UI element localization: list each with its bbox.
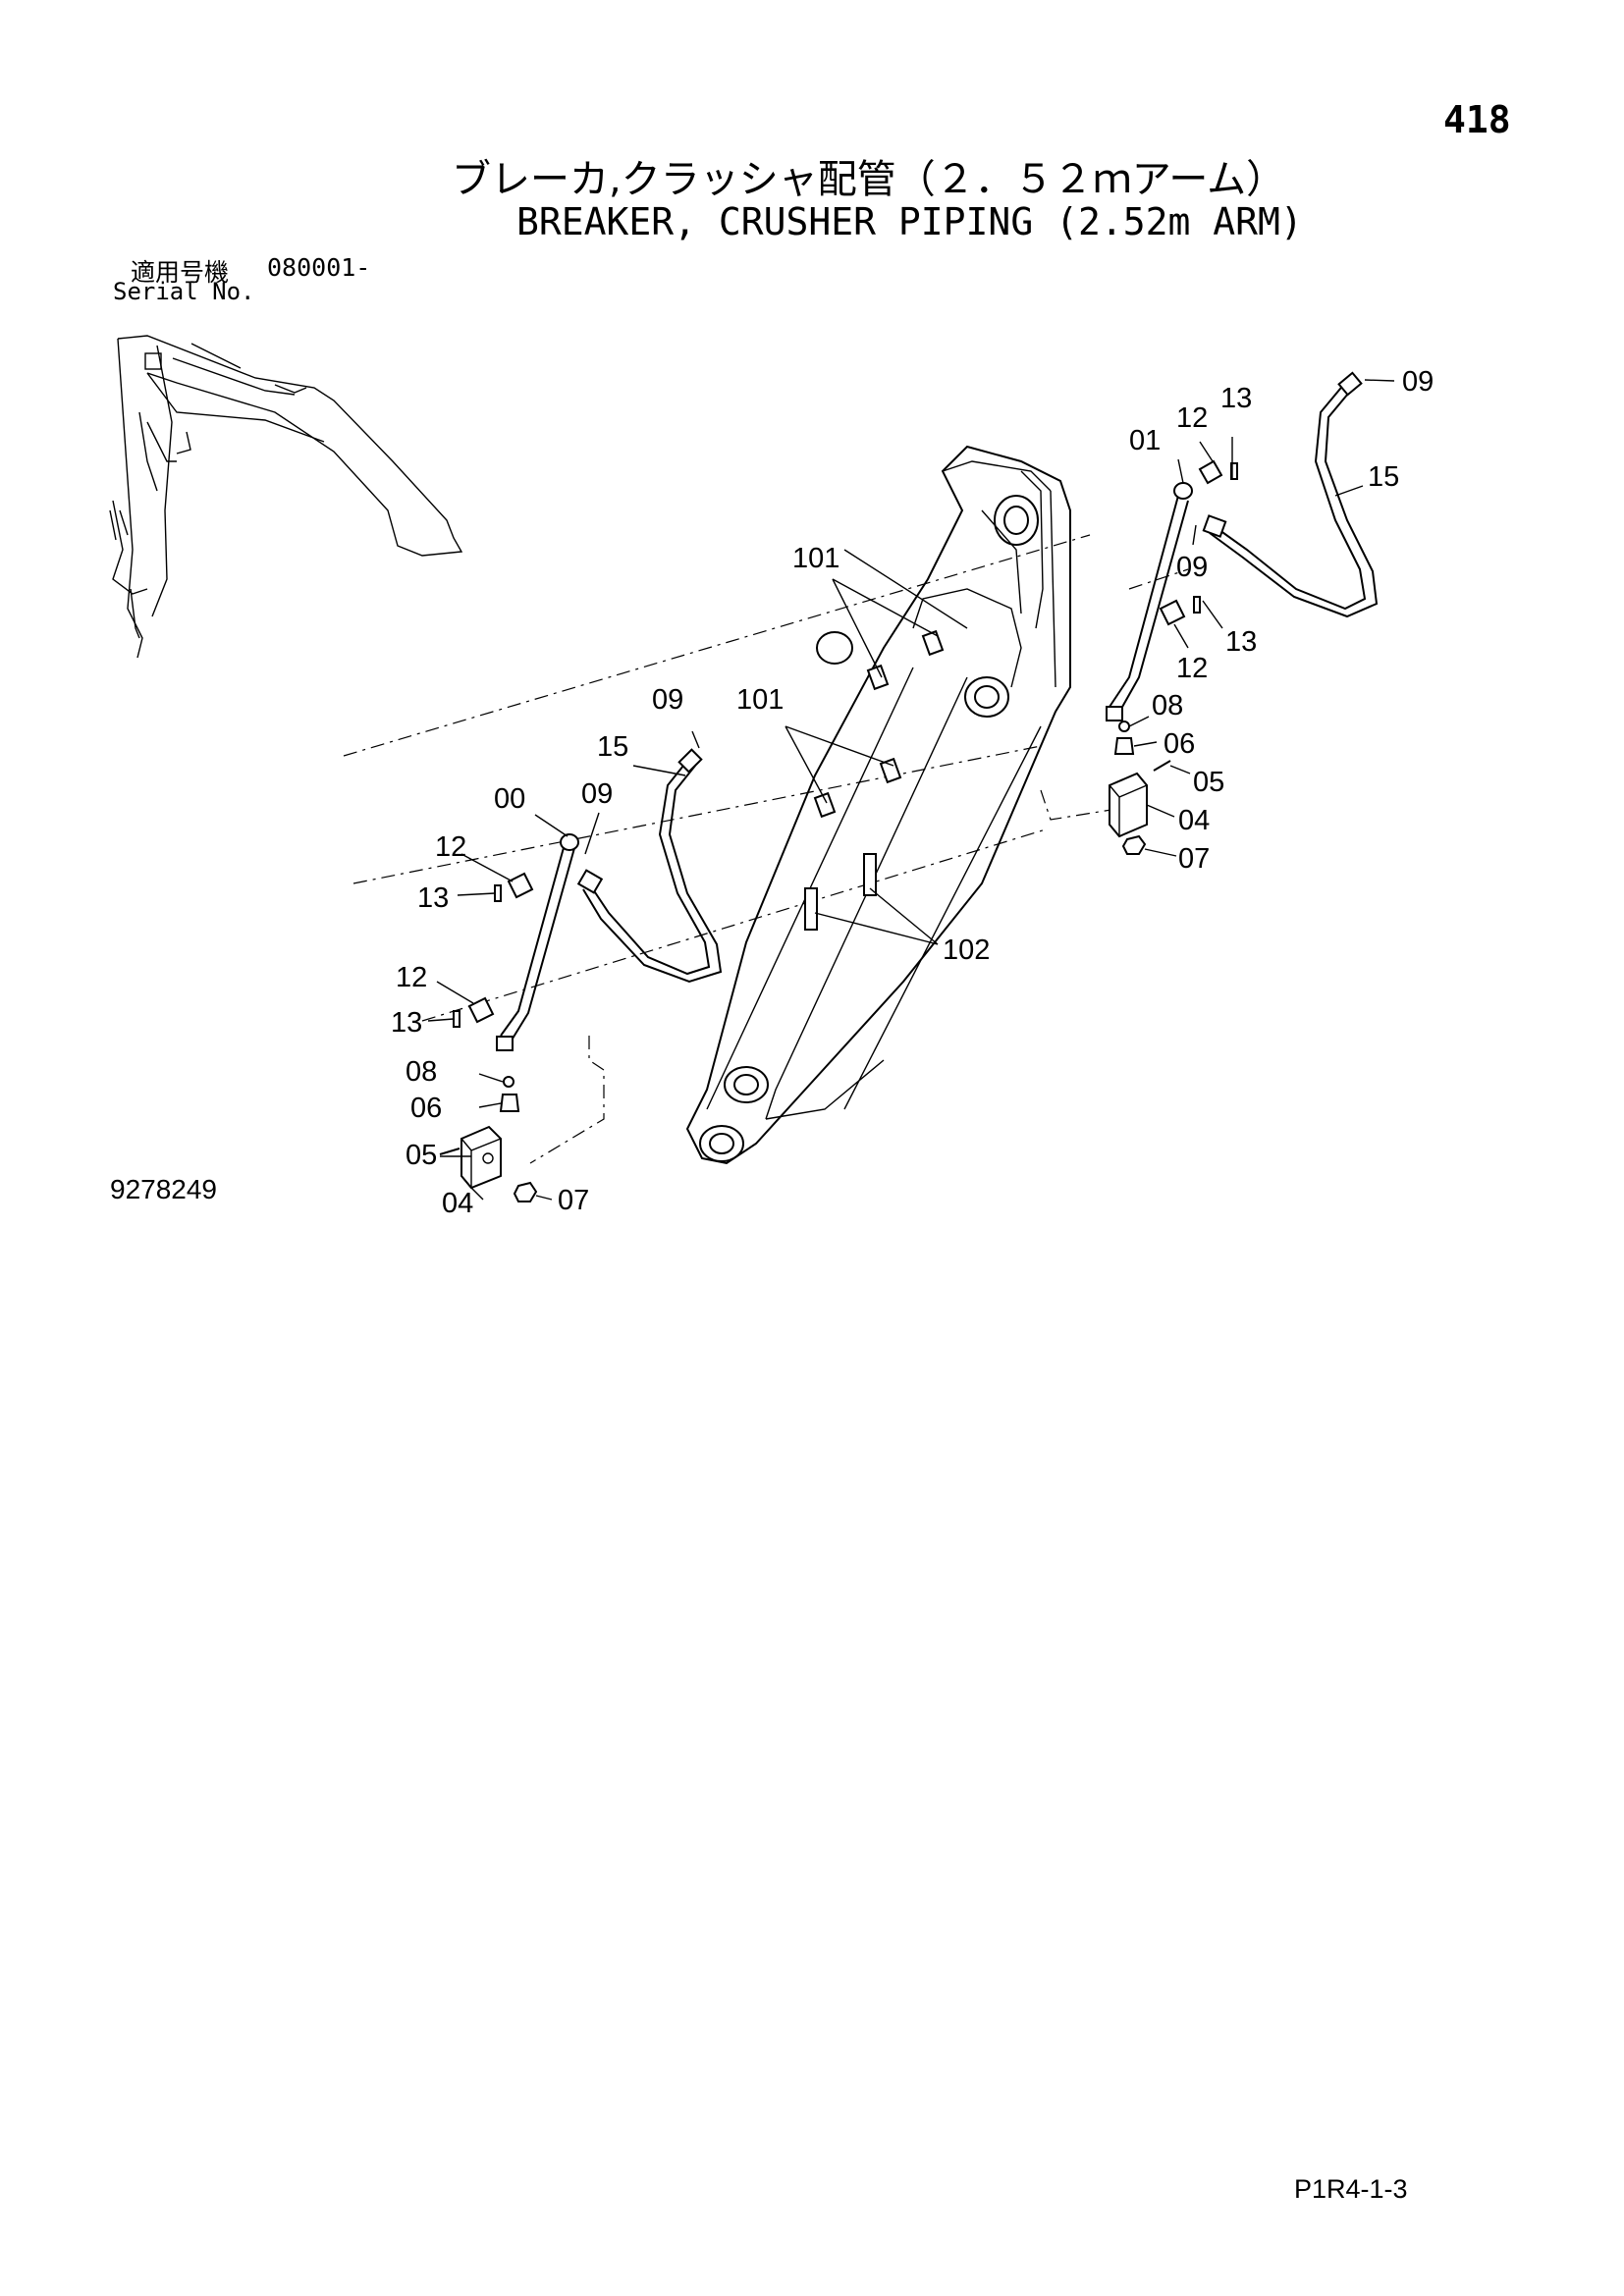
title-japanese: ブレーカ,クラッシャ配管（２．５２ｍアーム） [452,157,1286,202]
callout-12: 12 [435,831,466,863]
callout-00: 00 [494,783,525,815]
callout-09: 09 [581,778,613,810]
projection-lines [343,534,1189,1164]
callout-101: 101 [736,684,784,716]
callout-04: 04 [442,1188,473,1219]
callout-labels: 09 13 12 01 15 09 13 12 08 06 05 04 07 1… [391,366,1434,1219]
callout-12: 12 [1176,402,1208,434]
callout-12: 12 [396,962,427,993]
callout-04: 04 [1178,805,1210,836]
callout-08: 08 [1152,690,1183,721]
callout-07: 07 [1178,843,1210,875]
title-english: BREAKER, CRUSHER PIPING (2.52m ARM) [516,200,1303,243]
page-code: P1R4-1-3 [1294,2174,1408,2204]
callout-09: 09 [652,684,683,716]
serial-label-english: Serial No. [113,278,255,305]
callout-13: 13 [1225,626,1257,658]
leader-lines [427,379,1395,1201]
callout-15: 15 [1368,461,1399,493]
callout-12: 12 [1176,653,1208,684]
callout-101: 101 [792,543,839,574]
serial-range: 080001- [267,253,371,282]
callout-09: 09 [1402,366,1434,398]
callout-08: 08 [406,1056,437,1088]
callout-13: 13 [417,882,449,914]
callout-13: 13 [391,1007,422,1039]
callout-09: 09 [1176,552,1208,583]
callout-06: 06 [410,1093,442,1124]
callout-15: 15 [597,731,628,763]
left-piping [439,748,723,1202]
callout-05: 05 [1193,767,1224,798]
callout-07: 07 [558,1185,589,1216]
callout-102: 102 [943,934,990,966]
callout-06: 06 [1164,728,1195,760]
drawing-number: 9278249 [110,1174,218,1204]
callout-13: 13 [1220,383,1252,414]
callout-01: 01 [1129,425,1161,456]
arm-clamps [804,629,945,931]
arm-body [685,445,1071,1165]
serial-label-japanese: 適用号機 [131,258,230,287]
excavator-thumbnail [109,335,463,659]
page-number: 418 [1443,98,1511,141]
callout-05: 05 [406,1140,437,1171]
